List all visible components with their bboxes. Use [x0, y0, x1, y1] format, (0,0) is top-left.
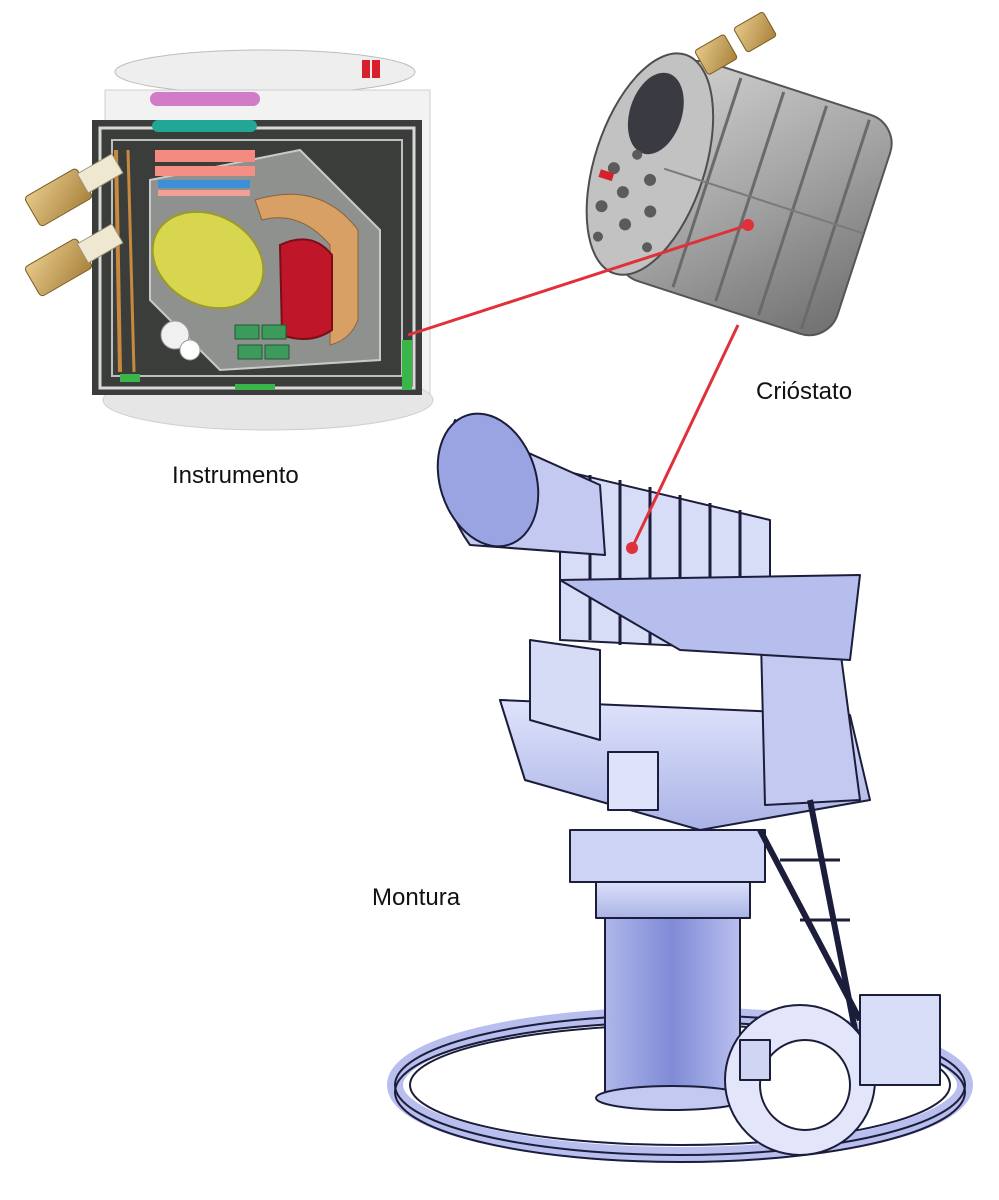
cryostat-render [585, 12, 893, 337]
telescope-mount [387, 412, 973, 1163]
connector-dot-mount [626, 542, 638, 554]
connector-instrument-cryostat [407, 223, 749, 337]
instrument-label: Instrumento [172, 462, 299, 489]
connector-cryostat-mount [630, 324, 740, 549]
connector-lines [407, 219, 754, 554]
instrument-cutaway [24, 49, 434, 431]
cryostat-label: Crióstato [756, 378, 853, 405]
connector-dot-cryostat [742, 219, 754, 231]
mount-label: Montura [372, 884, 461, 911]
